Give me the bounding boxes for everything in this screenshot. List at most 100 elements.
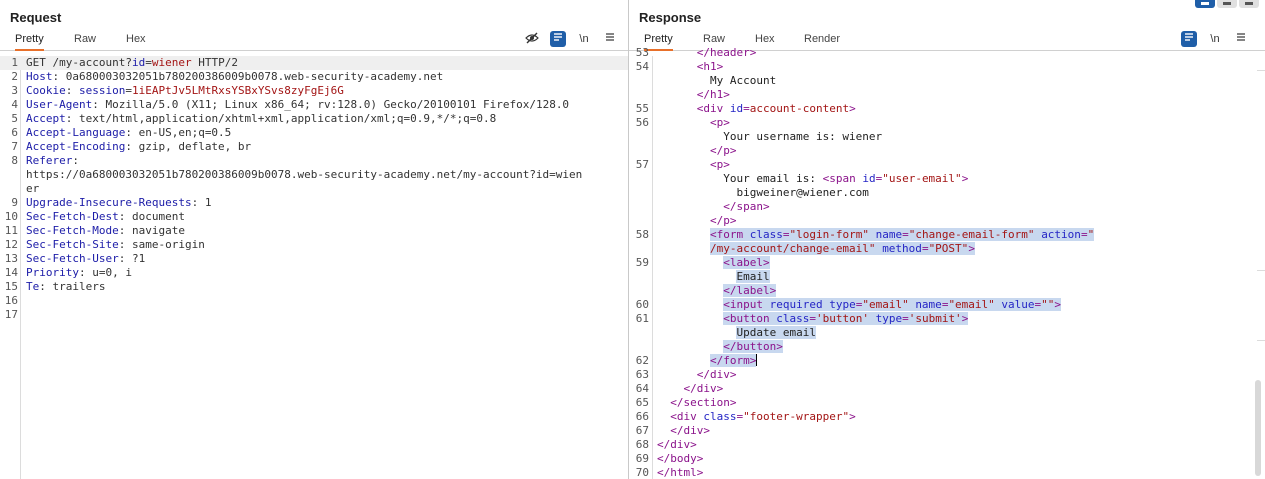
line-number: 1 — [11, 56, 18, 69]
code-line: 62 </form> — [629, 354, 1265, 368]
code-line: 64 </div> — [629, 382, 1265, 396]
line-number: 13 — [4, 252, 18, 265]
line-text: </p> — [657, 214, 737, 227]
line-text: </section> — [657, 396, 737, 409]
request-tab-raw[interactable]: Raw — [74, 33, 97, 45]
response-editor[interactable]: 53 </header>54 <h1> My Account </h1>55 <… — [629, 46, 1265, 479]
code-line: </label> — [629, 284, 1265, 298]
menu-icon[interactable] — [1233, 31, 1249, 47]
line-number: 15 — [4, 280, 18, 293]
line-number: 7 — [11, 140, 18, 153]
line-number: 63 — [635, 368, 649, 381]
line-number: 57 — [635, 158, 649, 171]
eye-slash-icon[interactable] — [524, 31, 540, 47]
wrap-lines-icon[interactable] — [1181, 31, 1197, 47]
layout-vertical-button[interactable] — [1239, 0, 1259, 8]
response-tab-pretty[interactable]: Pretty — [644, 33, 673, 51]
line-number: 17 — [4, 308, 18, 321]
line-number: 12 — [4, 238, 18, 251]
request-tabs: Pretty Raw Hex — [0, 33, 628, 51]
line-number: 16 — [4, 294, 18, 307]
response-tab-render[interactable]: Render — [804, 33, 841, 45]
request-tab-pretty[interactable]: Pretty — [15, 33, 44, 51]
line-text: Sec-Fetch-Mode: navigate — [26, 224, 185, 237]
response-gutter — [652, 56, 653, 479]
line-number: 6 — [11, 126, 18, 139]
code-line: </h1> — [629, 88, 1265, 102]
newline-toggle-icon[interactable]: \n — [579, 33, 589, 45]
line-text: <button class='button' type='submit'> — [723, 312, 969, 325]
code-line: 15 Te: trailers — [0, 280, 628, 294]
response-tab-hex[interactable]: Hex — [755, 33, 775, 45]
line-text: Sec-Fetch-Site: same-origin — [26, 238, 205, 251]
code-line: 7 Accept-Encoding: gzip, deflate, br — [0, 140, 628, 154]
line-text: </span> — [657, 200, 770, 213]
line-number: 61 — [635, 312, 649, 325]
line-text: Accept-Language: en-US,en;q=0.5 — [26, 126, 232, 139]
code-line: Email — [629, 270, 1265, 284]
code-line: 56 <p> — [629, 116, 1265, 130]
menu-icon[interactable] — [602, 31, 618, 47]
line-text: </label> — [723, 284, 777, 297]
layout-horizontal-button[interactable] — [1217, 0, 1237, 8]
code-line: </p> — [629, 144, 1265, 158]
request-gutter — [20, 56, 21, 479]
line-text: <p> — [657, 116, 730, 129]
code-line: My Account — [629, 74, 1265, 88]
line-number: 56 — [635, 116, 649, 129]
line-text: <h1> — [657, 60, 724, 73]
layout-split-button[interactable] — [1195, 0, 1215, 8]
code-line: Your email is: <span id="user-email"> — [629, 172, 1265, 186]
code-line: 59 <label> — [629, 256, 1265, 270]
line-text: <div class="footer-wrapper"> — [657, 410, 856, 423]
newline-toggle-icon[interactable]: \n — [1210, 33, 1220, 45]
line-text: Your username is: wiener — [657, 130, 883, 143]
line-text: GET /my-account?id=wiener HTTP/2 — [26, 56, 238, 69]
line-number: 2 — [11, 70, 18, 83]
code-line: https://0a680003032051b780200386009b0078… — [0, 168, 628, 182]
response-title: Response — [639, 10, 702, 25]
line-text: </form> — [709, 354, 758, 367]
code-line: 67 </div> — [629, 424, 1265, 438]
line-text: </div> — [657, 382, 724, 395]
line-text: My Account — [657, 74, 777, 87]
line-text: Te: trailers — [26, 280, 106, 293]
line-text: </html> — [657, 466, 704, 479]
code-line: 69</body> — [629, 452, 1265, 466]
wrap-lines-icon[interactable] — [550, 31, 566, 47]
line-number: 60 — [635, 298, 649, 311]
code-line: 68</div> — [629, 438, 1265, 452]
text-caret — [756, 354, 758, 366]
code-line: /my-account/change-email" method="POST"> — [629, 242, 1265, 256]
line-number: 65 — [635, 396, 649, 409]
request-tab-hex[interactable]: Hex — [126, 33, 146, 45]
response-tab-raw[interactable]: Raw — [703, 33, 726, 45]
line-text: User-Agent: Mozilla/5.0 (X11; Linux x86_… — [26, 98, 570, 111]
response-scrollbar[interactable] — [1255, 380, 1261, 476]
line-number: 53 — [635, 46, 649, 59]
line-number: 54 — [635, 60, 649, 73]
line-number: 68 — [635, 438, 649, 451]
code-line: 60 <input required type="email" name="em… — [629, 298, 1265, 312]
line-text: Accept: text/html,application/xhtml+xml,… — [26, 112, 497, 125]
line-text: </div> — [657, 368, 737, 381]
code-line: 58 <form class="login-form" name="change… — [629, 228, 1265, 242]
line-text: /my-account/change-email" method="POST"> — [709, 242, 975, 255]
code-line: 1 GET /my-account?id=wiener HTTP/2 — [0, 56, 628, 70]
line-number: 70 — [635, 466, 649, 479]
line-text: er — [26, 182, 40, 195]
line-text: Accept-Encoding: gzip, deflate, br — [26, 140, 252, 153]
code-line: 16 — [0, 294, 628, 308]
line-number: 3 — [11, 84, 18, 97]
code-line: er — [0, 182, 628, 196]
code-line: 6 Accept-Language: en-US,en;q=0.5 — [0, 126, 628, 140]
line-number: 14 — [4, 266, 18, 279]
